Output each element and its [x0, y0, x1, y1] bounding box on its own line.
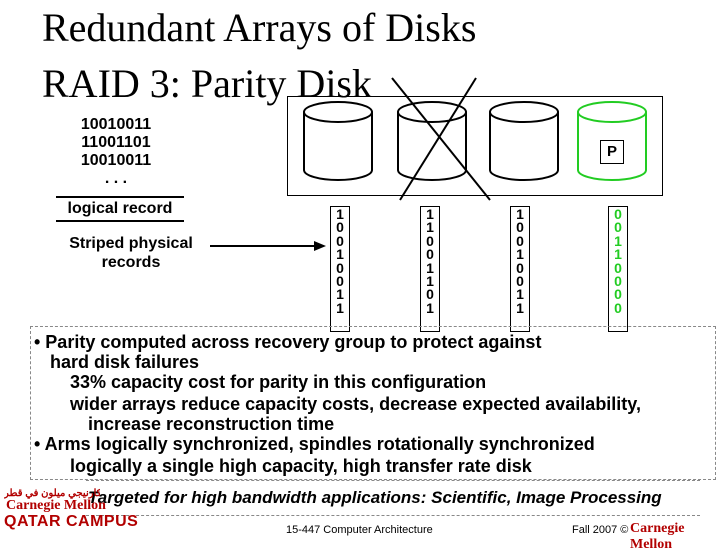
parity-bit: 0: [614, 206, 622, 222]
stripe-bit: 1: [426, 206, 434, 222]
striped-records-label: Striped physical records: [56, 234, 206, 272]
stripe-bit: 1: [426, 259, 434, 276]
disk-cylinder-icon: [303, 101, 373, 181]
stripe-bit: 1: [336, 246, 344, 263]
course-name: 15-447 Computer Architecture: [286, 524, 433, 536]
bullet-list-box: [30, 326, 716, 480]
slide-title-line2: RAID 3: Parity Disk: [42, 61, 372, 106]
parity-bit: 0: [614, 272, 622, 289]
stripe-bit: 0: [516, 232, 524, 249]
cmu-qatar-logo-name: Carnegie Mellon: [6, 498, 106, 513]
logical-record-label: logical record: [56, 196, 184, 222]
parity-bit: 0: [614, 286, 622, 303]
parity-bit: 1: [614, 232, 622, 249]
stripe-column-disk2: 1 1 0 0 1 1 0 1: [420, 206, 440, 332]
disk-cylinder-icon: [397, 101, 467, 181]
stripe-bit: 1: [336, 299, 344, 316]
parity-bit: 0: [614, 299, 622, 316]
stripe-bit: 0: [336, 232, 344, 249]
footer-tagline-box: [86, 480, 700, 516]
parity-disk-label: P: [600, 140, 624, 164]
parity-bit: 0: [614, 259, 622, 276]
subbullet-wider-arrays-cont: increase reconstruction time: [88, 414, 335, 434]
bullet-parity-cont: hard disk failures: [50, 352, 200, 372]
stripe-bit: 0: [426, 232, 434, 249]
stripe-bit: 1: [426, 299, 434, 316]
stripe-column-disk3: 1 0 0 1 0 0 1 1: [510, 206, 530, 332]
stripe-column-disk1: 1 0 0 1 0 0 1 1: [330, 206, 350, 332]
footer-tagline: Targeted for high bandwidth applications…: [88, 488, 662, 507]
cmu-qatar-logo-arabic: جامعة كارنيجي ميلون في قطر: [4, 488, 100, 499]
striped-label-line2: records: [101, 254, 161, 271]
term-copyright: Fall 2007 ©: [572, 524, 629, 536]
subbullet-capacity-cost: 33% capacity cost for parity in this con…: [70, 372, 487, 392]
stripe-bit: 1: [516, 299, 524, 316]
stripe-bit: 0: [426, 286, 434, 303]
stripe-bit: 0: [336, 272, 344, 289]
cmu-qatar-logo-campus: QATAR CAMPUS: [4, 513, 139, 530]
stripe-bit: 1: [336, 286, 344, 303]
parity-bit: 1: [614, 246, 622, 263]
stripe-bit: 0: [336, 259, 344, 276]
striped-label-line1: Striped physical: [69, 235, 193, 252]
stripe-bit: 1: [336, 206, 344, 222]
stripe-column-parity: 0 0 1 1 0 0 0 0: [608, 206, 628, 332]
logical-data-row: 10010011: [80, 116, 152, 133]
stripe-arrow-icon: [210, 241, 326, 251]
bullet-parity: • Parity computed across recovery group …: [34, 332, 542, 352]
stripe-bit: 0: [516, 219, 524, 236]
stripe-bit: 1: [426, 219, 434, 236]
stripe-bit: 1: [516, 206, 524, 222]
stripe-bit: 0: [516, 259, 524, 276]
stripe-bit: 1: [516, 286, 524, 303]
logical-data-row: 11001101: [81, 134, 151, 151]
bullet-arms-sync-cont: logically a single high capacity, high t…: [70, 456, 532, 476]
slide-title-line1: Redundant Arrays of Disks: [42, 5, 477, 50]
logical-data-ellipsis: . . .: [104, 170, 128, 187]
subbullet-wider-arrays: wider arrays reduce capacity costs, decr…: [70, 394, 641, 414]
bullet-arms-sync: • Arms logically synchronized, spindles …: [34, 434, 595, 454]
stripe-bit: 1: [426, 272, 434, 289]
logical-data-row: 10010011: [80, 152, 152, 169]
logical-data-block: 10010011 11001101 10010011 . . .: [56, 116, 176, 188]
parity-bit: 0: [614, 219, 622, 236]
disk-cylinder-icon: [489, 101, 559, 181]
cmu-logo: Carnegie Mellon: [630, 521, 685, 552]
stripe-bit: 0: [516, 272, 524, 289]
stripe-bit: 0: [336, 219, 344, 236]
stripe-bit: 0: [426, 246, 434, 263]
stripe-bit: 1: [516, 246, 524, 263]
